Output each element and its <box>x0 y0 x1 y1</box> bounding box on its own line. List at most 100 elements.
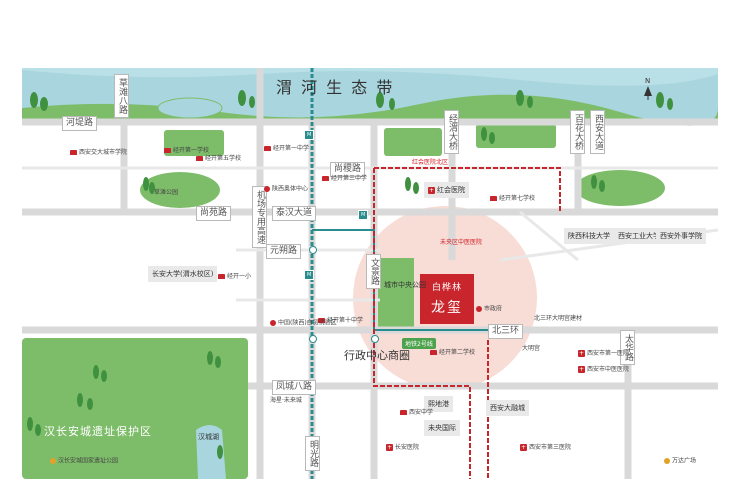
green-patch-east <box>575 170 665 206</box>
poi-label: 汉长安城国家遗址公园 <box>50 458 118 465</box>
project-block: 白桦林 龙玺 <box>420 274 474 324</box>
uni-box-xian-gy: 西安工业大学 <box>614 228 664 244</box>
metro-station-dot <box>309 246 317 254</box>
gov-icon <box>270 320 276 326</box>
road-tainan: 泰汉大道 <box>272 206 317 221</box>
school-icon <box>322 176 329 181</box>
redhosp-label: 红会医院 <box>437 186 465 194</box>
road-shangyuan: 尚苑路 <box>196 206 232 221</box>
caotan-park <box>140 172 220 208</box>
hospital-icon: + <box>578 350 585 357</box>
poi-label: 市政府 <box>476 306 502 313</box>
land-trees <box>143 127 605 194</box>
road-baihua: 百花大桥 <box>570 110 585 154</box>
school-icon <box>218 274 225 279</box>
school-icon <box>318 318 325 323</box>
school-icon <box>70 150 77 155</box>
poi-label: 万达广场 <box>664 458 696 465</box>
park-name: 汉长安城遗址保护区 <box>44 425 152 438</box>
school-icon <box>490 196 497 201</box>
shop-icon <box>50 458 56 464</box>
redhosp-box: +红会医院 <box>424 182 469 198</box>
golf-park <box>384 128 442 156</box>
road-shangji: 尚稷路 <box>330 162 366 177</box>
hospital-icon: + <box>428 186 435 194</box>
poi-label: +西安市第一医院 <box>578 350 630 357</box>
green-patch-ne <box>476 124 556 148</box>
hospital-icon: + <box>578 366 585 373</box>
lake-name: 汉城湖 <box>198 433 219 441</box>
poi-label: 西安交大城市学院 <box>70 150 127 156</box>
hancheng-lake <box>196 425 226 479</box>
poi-label: +西安市第三医院 <box>520 444 572 451</box>
uni-box-shaanxi-kj: 陕西科技大学 <box>564 228 614 244</box>
han-changan-park <box>22 338 248 479</box>
park-trees <box>27 351 223 459</box>
school-icon <box>164 148 171 153</box>
red-line-label: 红会医院北区 <box>412 159 449 166</box>
poi-label: 经开第五学校 <box>196 156 241 162</box>
poi-label: 经开一小 <box>218 274 251 280</box>
poi-label: 未央区中医医院 <box>440 239 483 246</box>
road-jingwei: 经渭大桥 <box>444 110 459 154</box>
zone-circle-label: 行政中心商圈 <box>344 349 410 362</box>
poi-label: 草滩公园 <box>154 189 179 196</box>
metro-station-box: M <box>304 130 315 140</box>
poi-label: 经开第一中学 <box>264 146 309 152</box>
poi-label: 中国(陕西)自贸试验区 <box>270 320 337 327</box>
weiyang-box: 未央国际 <box>424 420 460 436</box>
changan-uni-box: 长安大学(渭水校区) <box>148 266 218 282</box>
poi-label: 经开第一学校 <box>164 148 209 154</box>
gov-icon <box>476 306 482 312</box>
xian-dacheng-box: 西安大融城 <box>486 400 529 416</box>
poi-label: 经开第七学校 <box>490 196 535 202</box>
metro-station-box: M <box>358 210 369 220</box>
metro2-label: 地铁2号线 <box>402 338 436 349</box>
road-fengcheng: 凤城八路 <box>272 380 317 395</box>
gov-icon <box>264 186 270 192</box>
poi-label: +西安市中医医院 <box>578 366 630 373</box>
weiyang-lake <box>157 97 223 119</box>
poi-label: 陕西奥体中心 <box>264 186 308 193</box>
green-patch-nw <box>164 130 224 156</box>
poi-label: +长安医院 <box>386 444 420 451</box>
poi-label: 经开第三中学 <box>322 176 367 182</box>
city-central-park <box>378 258 414 332</box>
poi-label: 经开第十中学 <box>318 318 363 324</box>
school-icon <box>196 156 203 161</box>
secondary-roads <box>22 166 719 302</box>
compass-label: N <box>645 77 651 85</box>
road-xiandai: 西安大道 <box>590 110 605 154</box>
road-yuanshuo: 元朔路 <box>266 244 302 259</box>
poi-label: 海星·未来城 <box>270 397 302 404</box>
road-taihua: 太华路 <box>620 330 635 365</box>
uni-box-xian-xxy: 西安外事学院 <box>656 228 706 244</box>
poi-label: 大明宫 <box>522 345 541 352</box>
metro-station-dot <box>309 335 317 343</box>
city-park-label: 城市中央公园 <box>384 281 426 289</box>
school-icon <box>430 350 437 355</box>
road-wenjing: 文景路 <box>366 254 381 289</box>
river-label: 渭 河 生 态 带 <box>276 78 395 97</box>
shop-icon <box>664 458 670 464</box>
road-caotan: 草滩八路 <box>114 74 129 118</box>
xidi-box: 熙地港 <box>424 396 453 412</box>
metro-station-box: M <box>304 270 315 280</box>
compass-icon <box>644 86 652 100</box>
project-brand: 白桦林 <box>431 283 462 293</box>
hospital-icon: + <box>520 444 527 451</box>
metro-station-dot <box>371 335 379 343</box>
poi-label: 经开第二学校 <box>430 350 475 356</box>
road-mingguang: 明光路 <box>305 436 320 471</box>
road-jichang: 机场专用高速 <box>252 186 267 248</box>
road-hedi: 河堤路 <box>62 116 98 131</box>
poi-label: 西安中学 <box>400 410 433 416</box>
school-icon <box>264 146 271 151</box>
poi-label: 北三环大明宫建材 <box>534 315 583 322</box>
school-icon <box>400 410 407 415</box>
road-beisanhuan: 北三环 <box>488 324 524 339</box>
hospital-icon: + <box>386 444 393 451</box>
tree-cluster <box>30 90 673 111</box>
